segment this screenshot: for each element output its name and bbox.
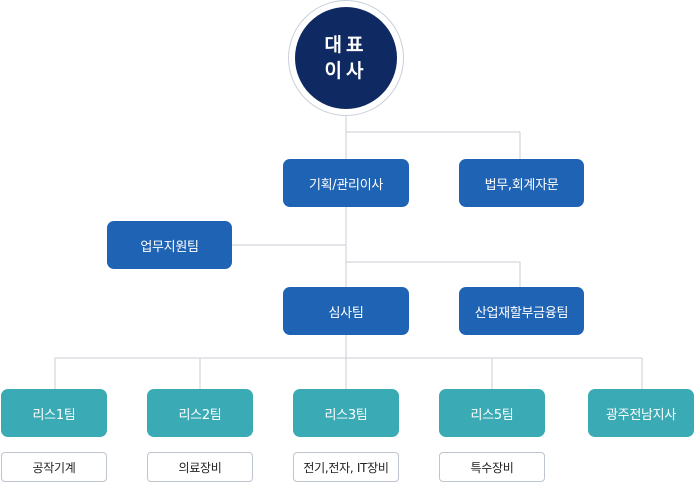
lease-team-1-node[interactable]: 리스1팀 <box>1 389 107 437</box>
lease-team-5-category-label: 특수장비 <box>470 460 514 475</box>
review-team-label: 심사팀 <box>328 305 364 321</box>
lease-team-1-category: 공작기계 <box>1 452 107 482</box>
industrial-finance-team-node[interactable]: 산업재할부금융팀 <box>459 287 584 335</box>
lease-team-5-category: 특수장비 <box>439 452 545 482</box>
lease-team-2-label: 리스2팀 <box>178 407 222 423</box>
lease-team-1-label: 리스1팀 <box>32 407 76 423</box>
lease-team-3-label: 리스3팀 <box>324 407 368 423</box>
planning-director-node[interactable]: 기획/관리이사 <box>283 159 409 207</box>
lease-team-5-label: 리스5팀 <box>470 407 514 423</box>
gwangju-jeonnam-branch-node[interactable]: 광주전남지사 <box>588 389 694 437</box>
ceo-label-line1: 대표 <box>324 34 368 56</box>
ceo-label-line2: 이사 <box>324 60 368 82</box>
lease-team-1-category-label: 공작기계 <box>32 460 76 475</box>
lease-team-3-category-label: 전기,전자, IT장비 <box>303 460 389 475</box>
industrial-finance-team-label: 산업재할부금융팀 <box>474 305 569 321</box>
planning-director-label: 기획/관리이사 <box>308 177 384 193</box>
lease-team-3-node[interactable]: 리스3팀 <box>293 389 399 437</box>
ceo-node[interactable]: 대표 이사 <box>295 7 397 109</box>
review-team-node[interactable]: 심사팀 <box>283 287 409 335</box>
gwangju-jeonnam-branch-label: 광주전남지사 <box>606 407 676 423</box>
lease-team-2-category-label: 의료장비 <box>178 460 222 475</box>
legal-accounting-label: 법무,회계자문 <box>484 177 559 193</box>
support-team-label: 업무지원팀 <box>140 239 199 255</box>
support-team-node[interactable]: 업무지원팀 <box>107 221 232 269</box>
lease-team-5-node[interactable]: 리스5팀 <box>439 389 545 437</box>
lease-team-2-category: 의료장비 <box>147 452 253 482</box>
lease-team-3-category: 전기,전자, IT장비 <box>293 452 399 482</box>
legal-accounting-node[interactable]: 법무,회계자문 <box>459 159 584 207</box>
lease-team-2-node[interactable]: 리스2팀 <box>147 389 253 437</box>
